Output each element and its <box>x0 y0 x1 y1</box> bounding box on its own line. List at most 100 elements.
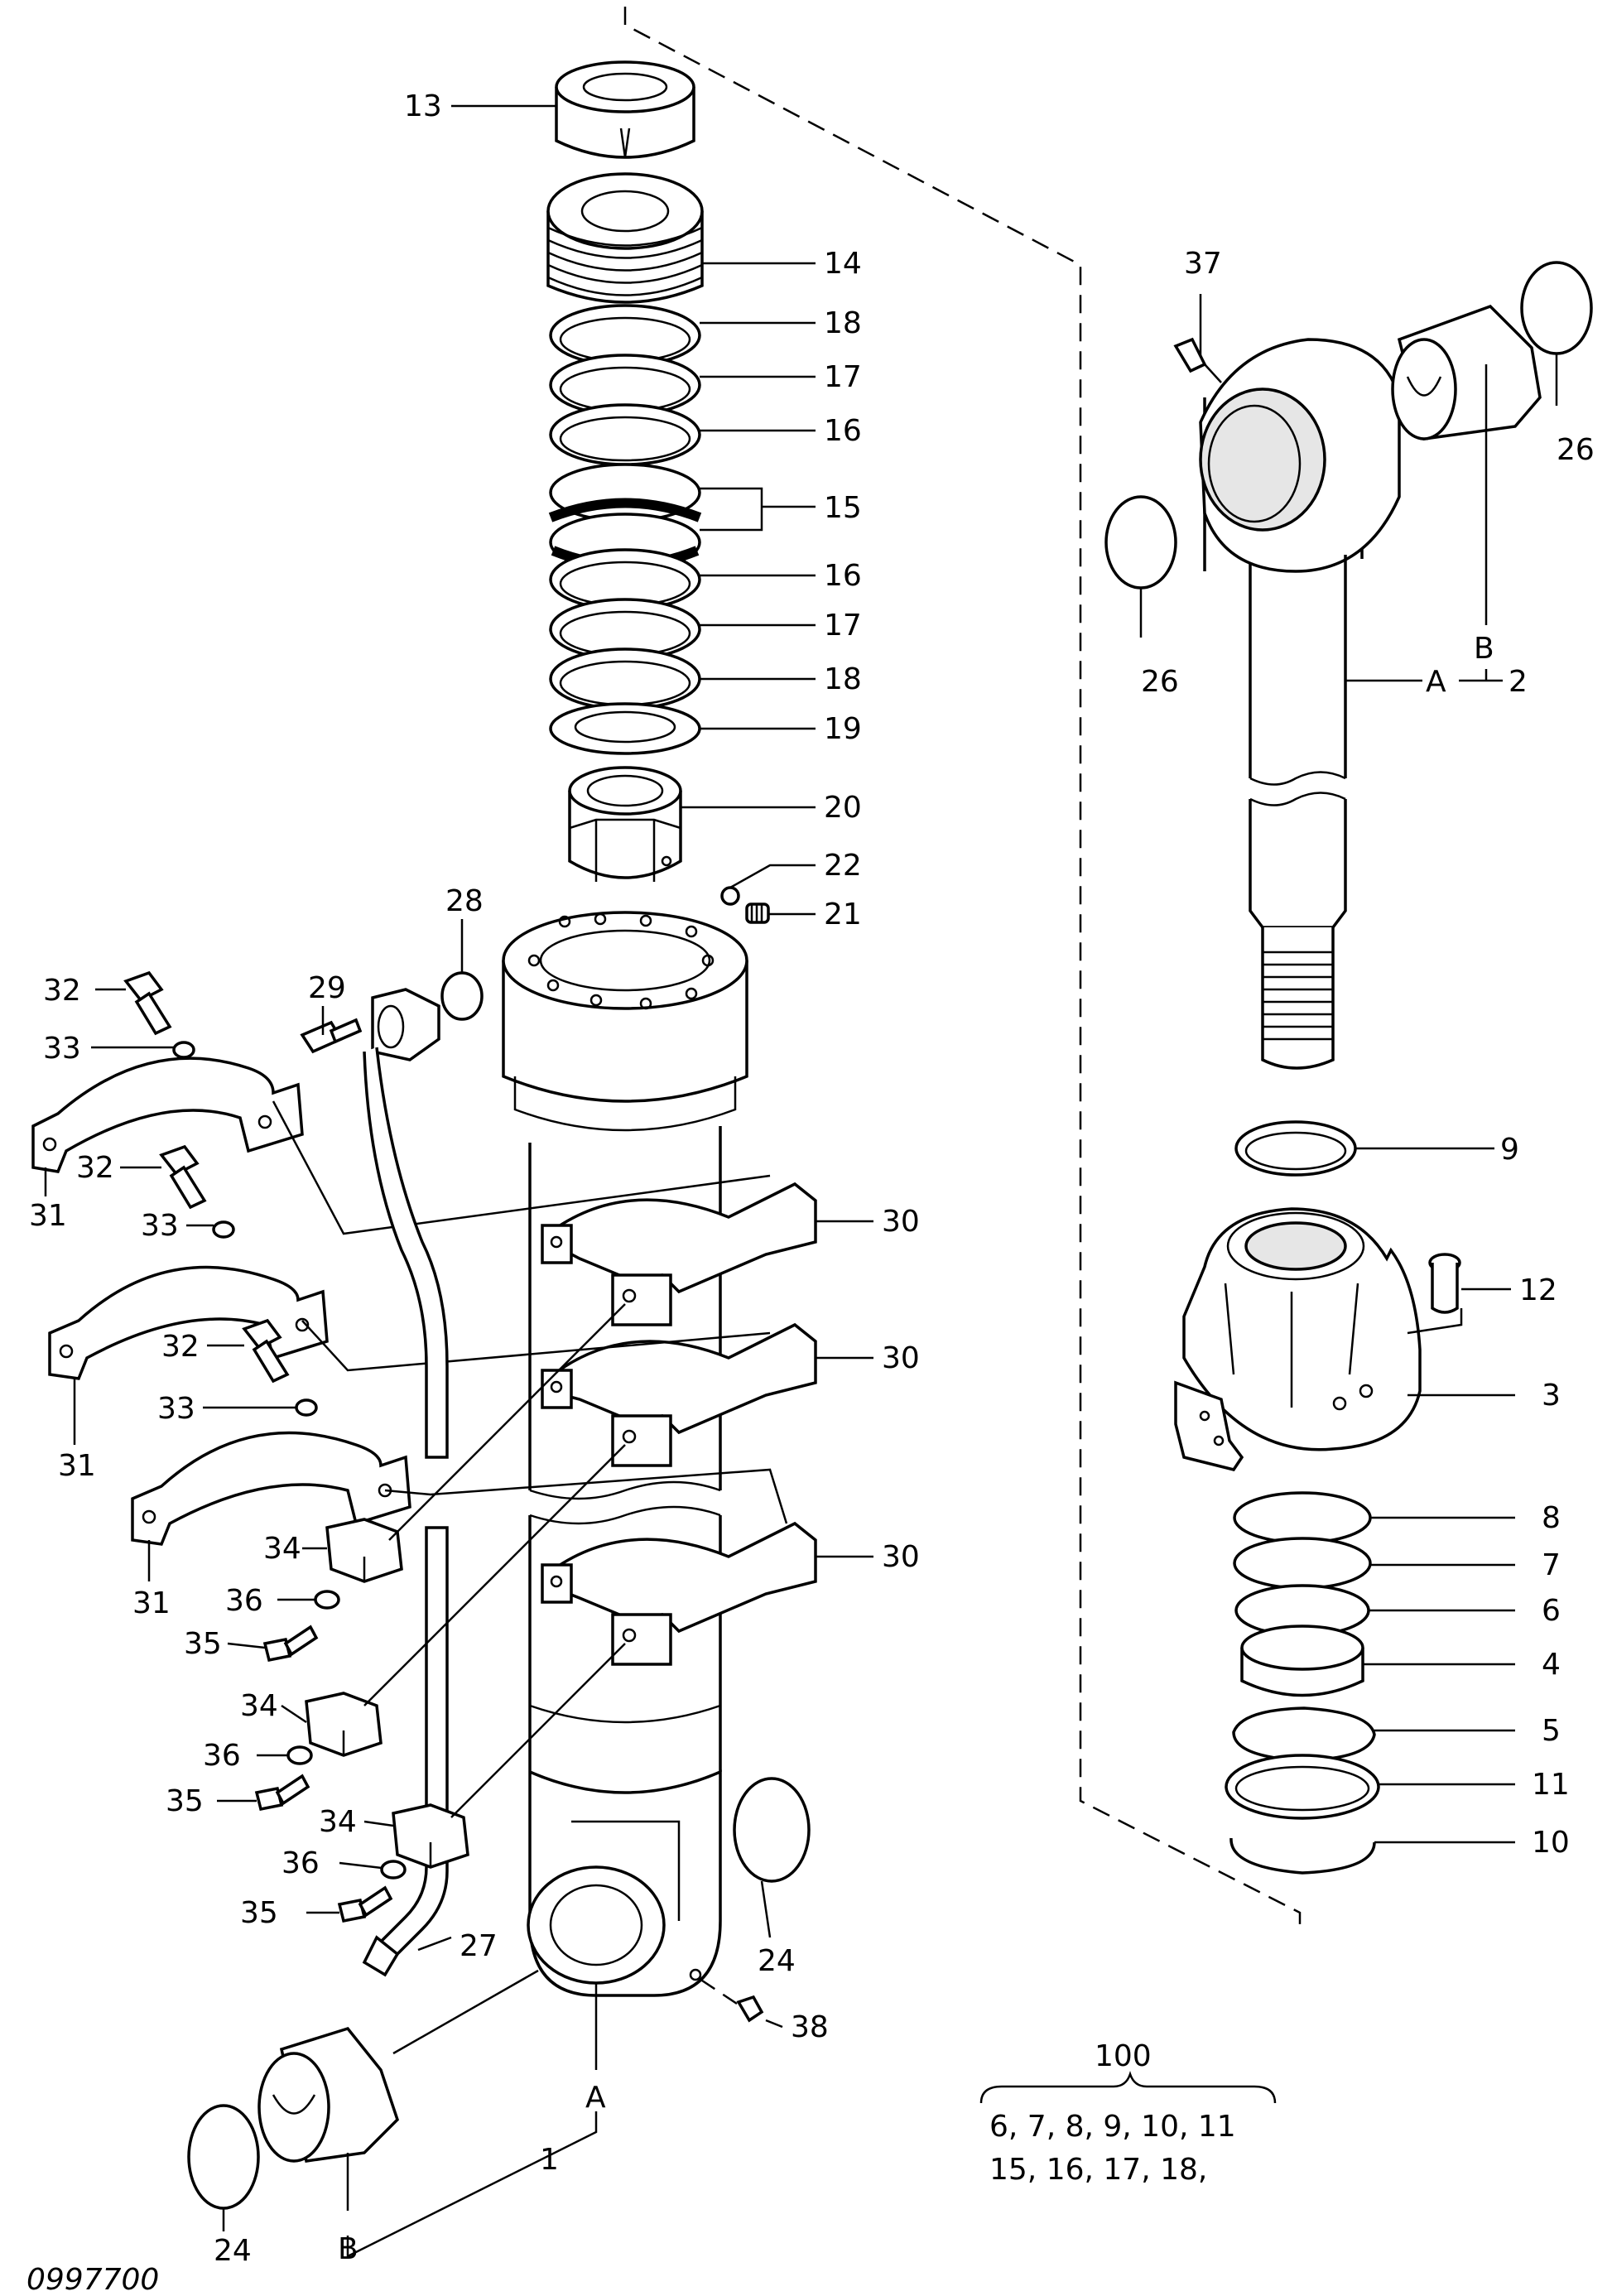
label-13: 13 <box>404 89 442 123</box>
leader-34a <box>388 1303 626 1541</box>
part-35-bolt-c <box>337 1885 393 1923</box>
kit-line-1: 6, 7, 8, 9, 10, 11 <box>989 2110 1236 2144</box>
label-31c: 31 <box>132 1586 171 1620</box>
label-A-tube: A <box>585 2081 606 2115</box>
label-32b: 32 <box>76 1151 114 1185</box>
part-12-socket-bolt <box>1428 1253 1461 1314</box>
part-13-wiper <box>555 60 695 159</box>
kit-line-2: 15, 16, 17, 18, <box>989 2153 1207 2187</box>
part-34-block-c <box>392 1803 469 1869</box>
part-37-grease-fitting <box>1173 337 1222 383</box>
part-36-washer-b <box>286 1745 313 1765</box>
label-17a: 17 <box>824 360 862 394</box>
part-22-ball <box>720 886 740 906</box>
part-33-washer-top <box>172 1041 195 1059</box>
label-A-rod: A <box>1426 665 1446 699</box>
figure-reference: 0997700 <box>26 2263 159 2296</box>
label-36a: 36 <box>225 1584 263 1618</box>
label-30c: 30 <box>882 1540 920 1574</box>
label-5: 5 <box>1542 1714 1561 1748</box>
rod-assembly-outline <box>623 7 1302 1929</box>
label-36c: 36 <box>281 1846 320 1880</box>
label-32c: 32 <box>161 1330 200 1364</box>
label-32a: 32 <box>43 974 81 1008</box>
label-34a: 34 <box>263 1532 301 1566</box>
label-35c: 35 <box>240 1896 278 1930</box>
part-2-piston-rod <box>1199 338 1401 1070</box>
label-20: 20 <box>824 791 862 825</box>
label-37: 37 <box>1184 247 1222 281</box>
label-1: 1 <box>540 2143 559 2177</box>
label-B-rod: B <box>1474 632 1494 666</box>
label-31b: 31 <box>58 1449 96 1483</box>
part-35-bolt-a <box>262 1625 319 1663</box>
label-8: 8 <box>1542 1501 1561 1535</box>
label-38: 38 <box>791 2010 829 2044</box>
label-B-tube: B <box>338 2232 358 2266</box>
label-16b: 16 <box>824 559 862 593</box>
part-30-band-clamp-lower <box>541 1521 817 1666</box>
label-26a: 26 <box>1557 433 1595 467</box>
part-34-block-b <box>305 1692 383 1757</box>
leader-34b <box>363 1444 626 1706</box>
label-12: 12 <box>1519 1273 1557 1307</box>
part-31-clamp-middle <box>48 1265 329 1380</box>
label-2: 2 <box>1509 665 1528 699</box>
label-15: 15 <box>824 491 862 525</box>
label-22: 22 <box>824 849 862 883</box>
leader-31c-30 <box>384 1468 788 1524</box>
part-36-washer-a <box>314 1590 340 1610</box>
part-26-ring-left <box>1104 495 1177 590</box>
label-30b: 30 <box>882 1341 920 1375</box>
label-30a: 30 <box>882 1205 920 1239</box>
part-30-band-clamp-upper <box>541 1182 817 1326</box>
part-32-bolt-top <box>123 970 172 1036</box>
label-14: 14 <box>824 247 862 281</box>
label-24b: 24 <box>214 2234 252 2268</box>
part-24-ring-lower <box>187 2104 260 2210</box>
label-10: 10 <box>1532 1826 1570 1860</box>
part-9-o-ring-inner <box>1244 1131 1347 1171</box>
part-26-ring-right <box>1520 261 1593 355</box>
label-17b: 17 <box>824 609 862 643</box>
part-labels: 13 14 18 17 16 15 16 17 18 19 20 22 21 2… <box>29 89 1595 2268</box>
part-32-bolt-low <box>242 1318 290 1384</box>
label-35a: 35 <box>184 1627 222 1661</box>
part-24-ring-right <box>733 1777 811 1883</box>
label-18b: 18 <box>824 662 862 696</box>
label-36b: 36 <box>203 1739 241 1773</box>
label-34c: 34 <box>319 1805 357 1839</box>
label-31a: 31 <box>29 1199 67 1233</box>
part-11-ring <box>1225 1754 1380 1820</box>
label-3: 3 <box>1542 1379 1561 1413</box>
label-33a: 33 <box>43 1032 81 1066</box>
part-16-ring-upper <box>549 403 701 466</box>
part-29-bolt <box>300 1018 363 1054</box>
part-18-ring-lower <box>549 647 701 710</box>
leader-31a-30 <box>272 1100 771 1235</box>
part-35-bolt-b <box>254 1774 310 1812</box>
part-30-band-clamp-middle <box>541 1322 817 1467</box>
label-33c: 33 <box>157 1392 195 1426</box>
label-35b: 35 <box>166 1784 204 1818</box>
part-3-piston <box>1174 1207 1422 1471</box>
kit-number: 100 <box>1095 2039 1152 2073</box>
part-33-washer-mid <box>212 1220 235 1239</box>
label-4: 4 <box>1542 1648 1561 1682</box>
label-16a: 16 <box>824 414 862 448</box>
part-28-o-ring <box>440 971 484 1021</box>
label-26b: 26 <box>1141 665 1179 699</box>
part-10-ring <box>1229 1837 1376 1875</box>
part-7-ring <box>1233 1537 1372 1590</box>
part-20-nut <box>568 766 682 882</box>
kit-note: 100 6, 7, 8, 9, 10, 11 15, 16, 17, 18, <box>989 2039 1236 2187</box>
label-34b: 34 <box>240 1689 278 1723</box>
label-21: 21 <box>824 898 862 931</box>
part-33-washer-low <box>295 1398 318 1417</box>
part-9-o-ring <box>1234 1120 1357 1177</box>
piston-seal-stack <box>1225 1491 1380 1875</box>
part-14-rod-cover <box>546 172 704 304</box>
part-36-washer-c <box>380 1860 407 1880</box>
label-27: 27 <box>460 1929 498 1963</box>
